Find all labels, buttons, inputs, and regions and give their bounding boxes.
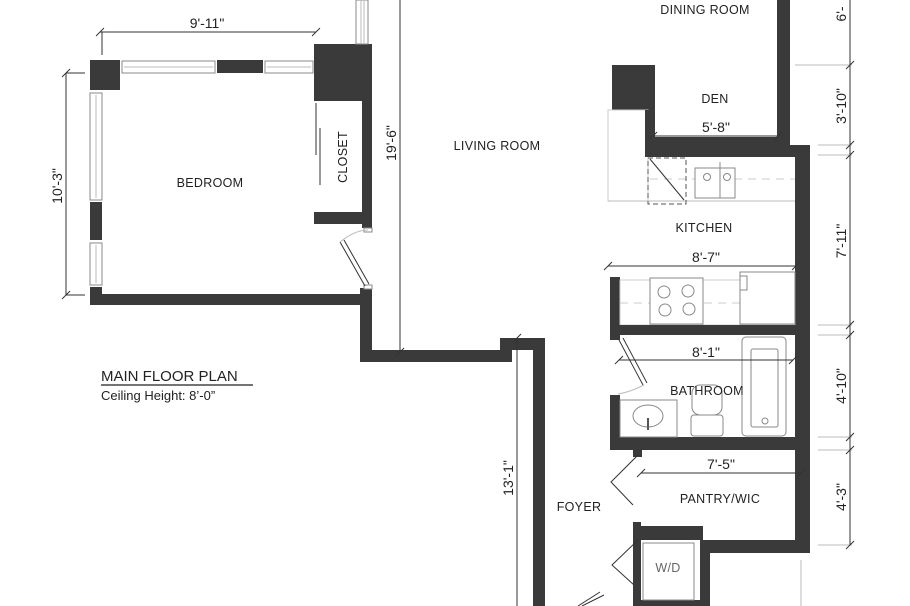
dim-bathroom-width: 8'-1" <box>692 344 720 360</box>
dim-foyer-depth: 13'-1" <box>500 460 516 496</box>
dim-right-5: 4'-3" <box>833 483 849 511</box>
bedroom-walls <box>89 0 545 606</box>
dim-right-4: 4'-10" <box>833 368 849 404</box>
bathroom-walls <box>577 325 810 606</box>
right-dimension-chain <box>795 0 855 550</box>
room-label-kitchen: KITCHEN <box>676 221 733 235</box>
room-label-bathroom: BATHROOM <box>670 384 744 398</box>
room-label-dining: DINING ROOM <box>660 3 749 17</box>
plan-subtitle: Ceiling Height: 8’-0” <box>101 388 215 403</box>
dim-right-3: 7'-11" <box>833 224 849 259</box>
sink <box>694 167 736 199</box>
kitchen-walls <box>603 0 810 553</box>
room-label-bedroom: BEDROOM <box>177 176 244 190</box>
room-label-den: DEN <box>701 92 728 106</box>
room-label-wd: W/D <box>655 561 680 575</box>
dim-kitchen-width: 8'-7" <box>692 249 720 265</box>
dim-right-2: 3'-10" <box>833 88 849 124</box>
range <box>649 277 704 325</box>
room-label-closet: CLOSET <box>336 131 350 183</box>
dim-bedroom-depth: 10'-3" <box>49 168 65 204</box>
dim-bedroom-width: 9'-11" <box>190 15 225 31</box>
washer-dryer <box>642 542 695 601</box>
room-label-living: LIVING ROOM <box>454 139 541 153</box>
plan-title: MAIN FLOOR PLAN <box>101 368 238 385</box>
dishwasher <box>647 157 687 205</box>
dim-pantry-width: 7'-5" <box>707 456 735 472</box>
room-label-foyer: FOYER <box>557 500 602 514</box>
dim-den-width: 5'-8" <box>702 119 730 135</box>
dim-right-1: 6'- <box>833 6 849 21</box>
refrigerator <box>739 271 796 325</box>
room-label-pantry: PANTRY/WIC <box>680 492 760 506</box>
dim-living-depth: 19'-6" <box>383 125 399 161</box>
